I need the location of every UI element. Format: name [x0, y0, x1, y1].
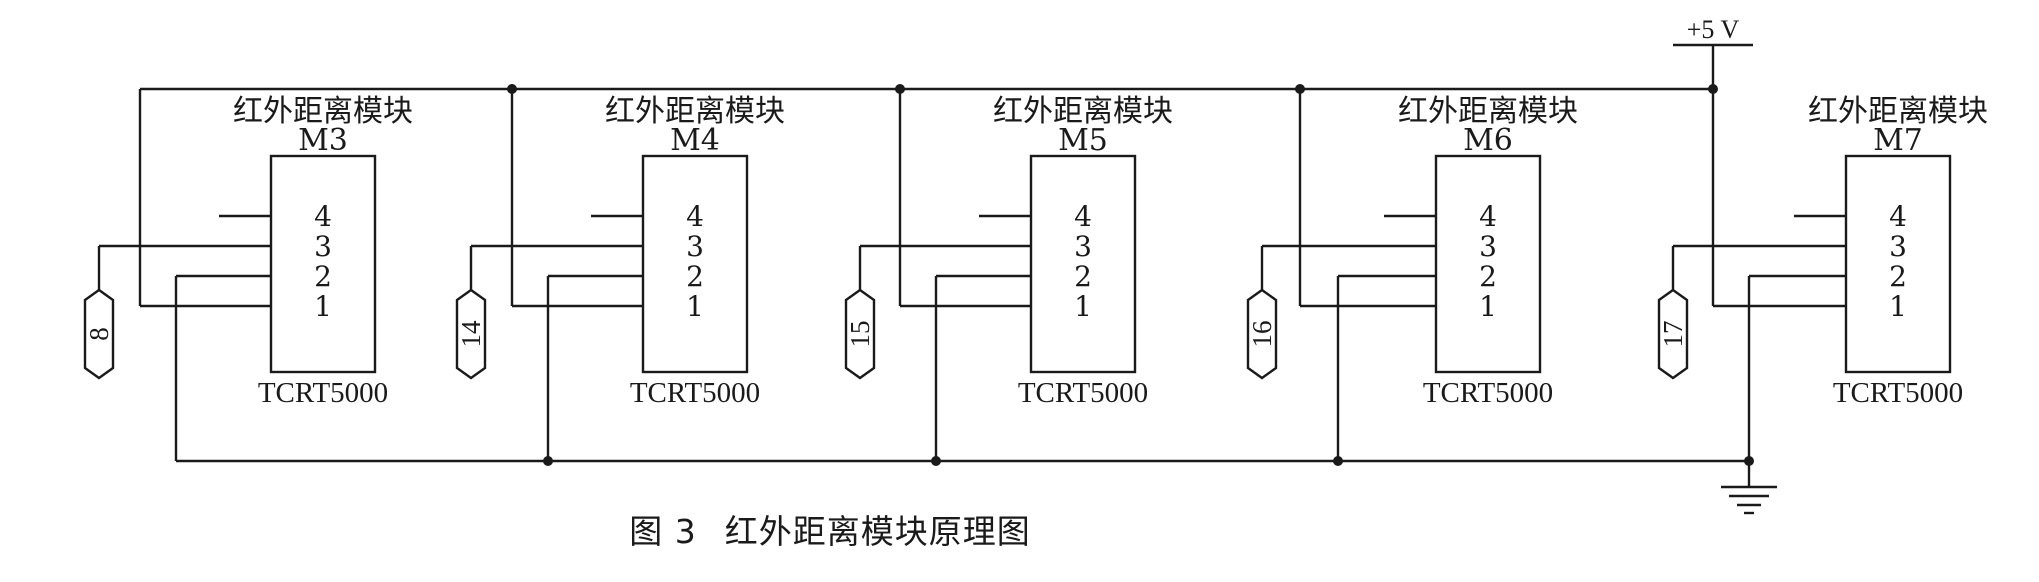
- supply-symbol: +5 V: [1673, 15, 1753, 90]
- part-number: TCRT5000: [630, 377, 760, 409]
- module-id: M6: [1463, 123, 1513, 158]
- pin-number: 2: [1889, 260, 1907, 293]
- supply-label: +5 V: [1687, 15, 1740, 44]
- pin-number: 2: [314, 260, 332, 293]
- net-connector: [844, 288, 876, 380]
- net-label: 17: [1658, 321, 1688, 348]
- pin-number: 4: [314, 200, 332, 233]
- module-box: [641, 154, 749, 374]
- part-number: TCRT5000: [258, 377, 388, 409]
- net-connector: [83, 288, 115, 380]
- module-box: [1844, 154, 1952, 374]
- pin-number: 3: [686, 230, 704, 263]
- module-title: 红外距离模块: [233, 94, 413, 129]
- module-id: M4: [670, 123, 720, 158]
- figure-title: 红外距离模块原理图: [724, 512, 1031, 551]
- module-title: 红外距离模块: [993, 94, 1173, 129]
- pin-number: 1: [1074, 290, 1092, 323]
- net-label: 15: [845, 321, 875, 348]
- pin-number: 1: [686, 290, 704, 323]
- part-number: TCRT5000: [1423, 377, 1553, 409]
- pin-number: 3: [1479, 230, 1497, 263]
- net-connector: [1246, 288, 1278, 380]
- net-label: 14: [456, 320, 486, 348]
- net-connector: [455, 288, 487, 380]
- pin-number: 2: [1074, 260, 1092, 293]
- pin-number: 1: [1889, 290, 1907, 323]
- net-connector: [1657, 288, 1689, 380]
- pin-number: 4: [1074, 200, 1092, 233]
- figure-number: 图 3: [629, 512, 697, 551]
- pin-number: 4: [1479, 200, 1497, 233]
- module-title: 红外距离模块: [1398, 94, 1578, 129]
- module-id: M5: [1058, 123, 1108, 158]
- module-id: M7: [1873, 123, 1923, 158]
- module-title: 红外距离模块: [1808, 94, 1988, 129]
- pin-number: 4: [1889, 200, 1907, 233]
- pin-number: 1: [314, 290, 332, 323]
- pin-number: 3: [314, 230, 332, 263]
- pin-number: 1: [1479, 290, 1497, 323]
- pin-number: 4: [686, 200, 704, 233]
- part-number: TCRT5000: [1833, 377, 1963, 409]
- module-id: M3: [298, 123, 348, 158]
- module-box: [269, 154, 377, 374]
- pin-number: 2: [1479, 260, 1497, 293]
- pin-number: 2: [686, 260, 704, 293]
- pin-number: 3: [1889, 230, 1907, 263]
- ground-symbol: [1721, 459, 1777, 515]
- module-box: [1029, 154, 1137, 374]
- figure-caption: 图 3 红外距离模块原理图: [0, 505, 1660, 553]
- module-box: [1434, 154, 1542, 374]
- net-label: 8: [84, 327, 114, 341]
- module-title: 红外距离模块: [605, 94, 785, 129]
- part-number: TCRT5000: [1018, 377, 1148, 409]
- pin-number: 3: [1074, 230, 1092, 263]
- net-label: 16: [1247, 321, 1277, 348]
